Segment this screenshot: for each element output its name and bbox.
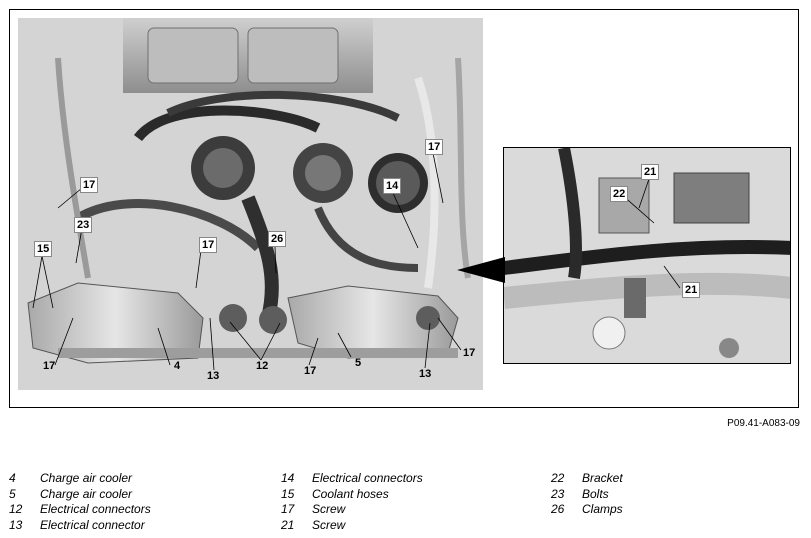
legend-item: 21 Screw	[281, 518, 531, 534]
callout: 23	[74, 217, 93, 233]
callout: 5	[355, 357, 362, 369]
callout: 17	[43, 360, 56, 372]
legend-description: Screw	[312, 517, 346, 532]
callout: 15	[34, 241, 53, 257]
inset-callout: 21	[682, 282, 701, 298]
legend-item: 4 Charge air cooler	[9, 471, 259, 487]
detail-illustration	[504, 148, 790, 363]
legend-number: 12	[9, 502, 23, 516]
callout: 12	[256, 360, 269, 372]
legend-number: 22	[551, 471, 565, 485]
callout: 17	[199, 237, 218, 253]
callout: 26	[268, 231, 287, 247]
callout: 4	[174, 360, 181, 372]
callout: 17	[463, 347, 476, 359]
legend-number: 26	[551, 502, 565, 516]
legend-column: 22 Bracket 23 Bolts 26 Clamps	[551, 471, 791, 518]
legend-number: 17	[281, 502, 295, 516]
legend-item: 26 Clamps	[551, 502, 791, 518]
detail-inset: 21 22 21	[503, 147, 791, 364]
callout: 13	[207, 370, 220, 382]
legend-number: 14	[281, 471, 295, 485]
legend-item: 14 Electrical connectors	[281, 471, 531, 487]
callout: 17	[80, 177, 99, 193]
legend-number: 4	[9, 471, 16, 485]
legend-description: Bracket	[582, 471, 623, 485]
callout: 14	[383, 178, 402, 194]
legend-number: 23	[551, 486, 565, 501]
legend-description: Charge air cooler	[40, 486, 133, 501]
legend-number: 5	[9, 486, 16, 501]
legend-item: 23 Bolts	[551, 487, 791, 503]
figure-code: P09.41-A083-09	[727, 418, 800, 429]
legend-item: 12 Electrical connectors	[9, 502, 259, 518]
inset-pointer-arrow	[457, 257, 505, 283]
legend-item: 22 Bracket	[551, 471, 791, 487]
legend-description: Coolant hoses	[312, 486, 389, 501]
legend-number: 15	[281, 486, 295, 501]
legend-item: 15 Coolant hoses	[281, 487, 531, 503]
legend-item: 17 Screw	[281, 502, 531, 518]
legend-description: Electrical connector	[40, 517, 145, 532]
legend-description: Electrical connectors	[40, 502, 151, 516]
legend-description: Charge air cooler	[40, 471, 133, 485]
inset-callout: 22	[610, 186, 629, 202]
callout: 17	[425, 139, 444, 155]
legend-description: Screw	[312, 502, 346, 516]
legend-item: 5 Charge air cooler	[9, 487, 259, 503]
legend-description: Electrical connectors	[312, 471, 423, 485]
callout: 17	[304, 365, 317, 377]
legend-number: 13	[9, 517, 23, 532]
inset-callout: 21	[641, 164, 660, 180]
legend-item: 13 Electrical connector	[9, 518, 259, 534]
engine-illustration	[18, 18, 483, 390]
callout: 13	[419, 368, 432, 380]
legend-description: Clamps	[582, 502, 623, 516]
legend-number: 21	[281, 517, 295, 532]
legend-description: Bolts	[582, 486, 609, 501]
